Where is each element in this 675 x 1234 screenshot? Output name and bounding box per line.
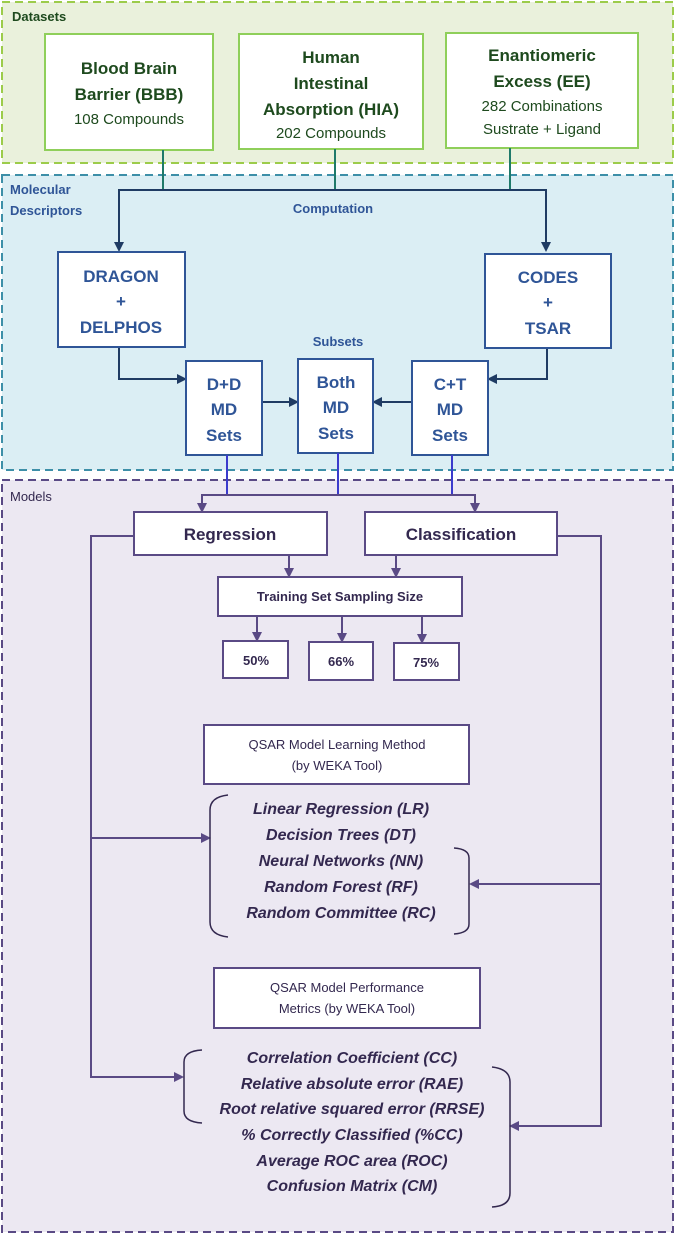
method-item: Linear Regression (LR) bbox=[253, 801, 429, 818]
tool-label: TSAR bbox=[525, 319, 571, 338]
subsets-label: Subsets bbox=[313, 334, 364, 349]
subset-label: C+T bbox=[434, 375, 467, 394]
computation-label: Computation bbox=[293, 201, 373, 216]
tool-label: DELPHOS bbox=[80, 318, 162, 337]
size-box-75 bbox=[393, 642, 460, 681]
dataset-box-hia bbox=[238, 33, 424, 150]
subset-label: D+D bbox=[207, 375, 241, 394]
method-item: Decision Trees (DT) bbox=[266, 827, 416, 844]
subset-label: Sets bbox=[318, 424, 354, 443]
subset-connectors bbox=[226, 453, 453, 495]
size-label: 66% bbox=[328, 654, 354, 669]
dataset-box-bbb bbox=[44, 33, 214, 151]
models-panel-label: Models bbox=[10, 489, 52, 504]
metric-item: % Correctly Classified (%CC) bbox=[241, 1127, 462, 1144]
subset-box-ct bbox=[411, 360, 489, 456]
metric-item: Average ROC area (ROC) bbox=[255, 1153, 447, 1170]
subset-label: Sets bbox=[206, 426, 242, 445]
size-box-50 bbox=[222, 640, 289, 679]
metric-item: Correlation Coefficient (CC) bbox=[247, 1050, 457, 1067]
dataset-detail: Sustrate + Ligand bbox=[483, 121, 601, 138]
dataset-title: Enantiomeric bbox=[488, 46, 596, 65]
training-size-box bbox=[217, 576, 463, 617]
training-size-label: Training Set Sampling Size bbox=[257, 589, 423, 604]
metrics-right-bracket bbox=[491, 1066, 511, 1208]
tool-label: CODES bbox=[518, 268, 578, 287]
dataset-title: Barrier (BBB) bbox=[75, 85, 184, 104]
dataset-title: Blood Brain bbox=[81, 59, 177, 78]
tool-label: + bbox=[543, 293, 553, 312]
tool-label: + bbox=[116, 292, 126, 311]
dataset-title: Human bbox=[302, 48, 360, 67]
subset-label: MD bbox=[437, 400, 463, 419]
subset-box-both bbox=[297, 358, 374, 454]
descriptors-panel-label: Molecular bbox=[10, 182, 71, 197]
dataset-detail: 108 Compounds bbox=[74, 111, 184, 128]
metric-item: Relative absolute error (RAE) bbox=[241, 1076, 463, 1093]
descriptors-panel-label-2: Descriptors bbox=[10, 203, 82, 218]
dataset-title: Intestinal bbox=[294, 74, 369, 93]
dataset-detail: 282 Combinations bbox=[482, 98, 603, 115]
learning-method-box bbox=[203, 724, 470, 785]
dataset-box-ee bbox=[445, 32, 639, 149]
method-item: Neural Networks (NN) bbox=[259, 853, 423, 870]
performance-metrics-box bbox=[213, 967, 481, 1029]
regression-label: Regression bbox=[184, 525, 277, 544]
models-connectors bbox=[90, 494, 602, 1131]
performance-title: QSAR Model Performance bbox=[270, 980, 424, 995]
tool-label: DRAGON bbox=[83, 267, 159, 286]
tool-box-codes-tsar bbox=[484, 253, 612, 349]
subset-label: Both bbox=[317, 373, 356, 392]
classification-box bbox=[364, 511, 558, 556]
size-box-66 bbox=[308, 641, 374, 681]
subset-label: MD bbox=[323, 398, 349, 417]
metric-item: Confusion Matrix (CM) bbox=[267, 1178, 438, 1195]
classification-label: Classification bbox=[406, 525, 517, 544]
subset-label: MD bbox=[211, 400, 237, 419]
metrics-left-bracket bbox=[183, 1049, 203, 1124]
method-item: Random Forest (RF) bbox=[264, 879, 418, 896]
tool-box-dragon-delphos bbox=[57, 251, 186, 348]
datasets-panel-label: Datasets bbox=[12, 9, 66, 24]
subset-box-dd bbox=[185, 360, 263, 456]
subset-label: Sets bbox=[432, 426, 468, 445]
regression-box bbox=[133, 511, 328, 556]
dataset-title: Excess (EE) bbox=[493, 72, 590, 91]
size-label: 75% bbox=[413, 655, 439, 670]
dataset-detail: 202 Compounds bbox=[276, 125, 386, 142]
performance-title: Metrics (by WEKA Tool) bbox=[279, 1001, 415, 1016]
learning-title: QSAR Model Learning Method bbox=[248, 737, 425, 752]
learning-title: (by WEKA Tool) bbox=[292, 758, 383, 773]
dataset-connectors bbox=[162, 148, 511, 190]
size-label: 50% bbox=[243, 653, 269, 668]
dataset-title: Absorption (HIA) bbox=[263, 100, 399, 119]
method-item: Random Committee (RC) bbox=[246, 905, 435, 922]
computation-arrows bbox=[114, 189, 551, 407]
methods-left-bracket bbox=[209, 794, 229, 938]
metric-item: Root relative squared error (RRSE) bbox=[220, 1101, 485, 1118]
methods-right-bracket bbox=[453, 847, 470, 935]
